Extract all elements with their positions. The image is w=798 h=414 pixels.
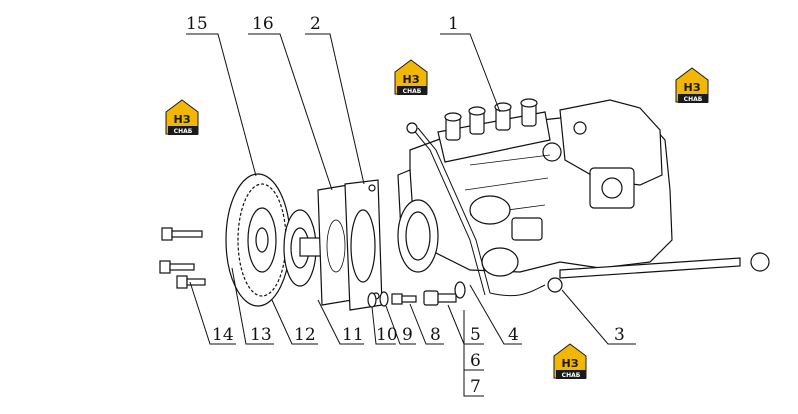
drive-gear bbox=[225, 173, 291, 307]
callout-7: 7 bbox=[470, 377, 481, 397]
watermark-logo: НЗ СНАБ bbox=[394, 59, 428, 95]
bolts bbox=[159, 227, 206, 289]
callout-15: 15 bbox=[186, 14, 208, 34]
callout-labels: 15 16 2 1 14 13 12 11 10 9 8 5 6 7 4 3 bbox=[186, 14, 625, 397]
callout-14: 14 bbox=[212, 325, 234, 345]
adapter-flange bbox=[344, 179, 383, 311]
callout-2: 2 bbox=[310, 14, 321, 34]
callout-10: 10 bbox=[376, 325, 398, 345]
leader-lines bbox=[186, 33, 636, 397]
delivery-valve-holders bbox=[444, 98, 538, 141]
svg-text:НЗ: НЗ bbox=[561, 357, 578, 370]
injection-pump-body bbox=[397, 98, 770, 297]
svg-text:СНАБ: СНАБ bbox=[684, 96, 703, 103]
callout-8: 8 bbox=[430, 325, 441, 345]
callout-1: 1 bbox=[448, 14, 459, 34]
callout-16: 16 bbox=[252, 14, 274, 34]
svg-text:СНАБ: СНАБ bbox=[562, 372, 581, 379]
svg-text:СНАБ: СНАБ bbox=[403, 88, 422, 95]
callout-13: 13 bbox=[250, 325, 272, 345]
svg-text:СНАБ: СНАБ bbox=[174, 128, 193, 135]
callout-6: 6 bbox=[470, 351, 481, 371]
watermark-logo: НЗ СНАБ bbox=[165, 99, 199, 135]
svg-text:НЗ: НЗ bbox=[173, 113, 190, 126]
callout-9: 9 bbox=[402, 325, 413, 345]
callout-4: 4 bbox=[508, 325, 519, 345]
callout-5: 5 bbox=[470, 325, 481, 345]
callout-3: 3 bbox=[614, 325, 625, 345]
watermark-logo: НЗ СНАБ bbox=[553, 343, 587, 379]
svg-text:НЗ: НЗ bbox=[402, 73, 419, 86]
washers-and-screw bbox=[367, 281, 466, 308]
callout-11: 11 bbox=[342, 325, 364, 345]
svg-text:НЗ: НЗ bbox=[683, 81, 700, 94]
callout-12: 12 bbox=[294, 325, 316, 345]
watermark-logo: НЗ СНАБ bbox=[675, 67, 709, 103]
